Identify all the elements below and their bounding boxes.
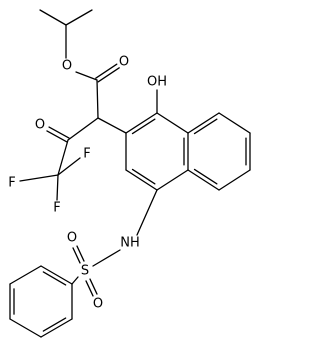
- bond-ring-a-1-inner: [131, 118, 156, 135]
- bond-ester-c-o: [97, 67, 120, 83]
- atom-sulfonyl-o1: O: [67, 231, 77, 246]
- bond-ring-a-4: [156, 169, 189, 191]
- bond-ring-a-3-inner: [131, 168, 156, 185]
- bond-ring-b-5: [187, 112, 220, 134]
- bond-ring-b-5-inner: [193, 118, 218, 135]
- bond-ketone-cf3: [57, 139, 69, 176]
- bond-ring-a-1: [125, 112, 158, 134]
- bond-ring-nh: [136, 189, 158, 236]
- bond-s-o1-2: [72, 247, 81, 264]
- atom-carbonyl-o-ester: O: [119, 55, 129, 70]
- bond-ring-b-2: [218, 169, 251, 191]
- bond-ring-b-1: [187, 169, 220, 191]
- atom-amine: NH: [120, 236, 140, 251]
- bond-carbonyl-alpha: [96, 79, 99, 119]
- atom-f3: F: [53, 201, 60, 216]
- bond-c-f3: [56, 174, 59, 201]
- molecule-drawing: O O O F F F OH NH S O O: [8, 9, 251, 338]
- bond-phenyl-6: [40, 265, 73, 285]
- atom-ester-o: O: [62, 59, 72, 74]
- bond-ring-a-6: [156, 112, 189, 134]
- bond-ring-b-1-inner: [193, 168, 218, 185]
- bond-alpha-ketone: [67, 117, 99, 141]
- atom-carbonyl-o-ketone: O: [35, 118, 45, 133]
- bond-phenyl-2-inner: [42, 317, 67, 332]
- atom-f1: F: [8, 176, 15, 191]
- bond-ring-a-3: [125, 169, 158, 191]
- bond-phenyl-3: [9, 318, 42, 338]
- bond-o-carbonyl: [75, 71, 98, 81]
- atom-hydroxyl: OH: [147, 75, 167, 90]
- bond-ester-c-o-2: [95, 63, 118, 79]
- bond-s-phenyl: [71, 276, 79, 285]
- bond-ring-b-4: [218, 112, 251, 134]
- bonds: [9, 9, 251, 338]
- bond-nh-s: [92, 249, 121, 267]
- bond-isopropyl-1: [39, 9, 67, 26]
- bond-s-o1: [76, 245, 85, 262]
- atom-f2: F: [83, 147, 90, 162]
- bond-isopropyl-2: [65, 9, 93, 26]
- atom-sulfonyl-o2: O: [93, 297, 103, 312]
- bond-s-o2-2: [89, 278, 98, 295]
- bond-phenyl-6-inner: [42, 271, 67, 286]
- bond-alpha-ring: [97, 117, 127, 134]
- bond-s-o2: [85, 280, 94, 297]
- bond-c-f1: [19, 174, 59, 182]
- atom-sulfur: S: [81, 264, 89, 279]
- bond-phenyl-5: [9, 265, 42, 285]
- bond-phenyl-2: [40, 318, 73, 338]
- bond-ketone-c-o: [48, 126, 70, 139]
- atom-labels: O O O F F F OH NH S O O: [8, 55, 167, 312]
- structure-diagram: O O O F F F OH NH S O O: [8, 9, 251, 338]
- bond-ketone-c-o-2: [46, 130, 68, 143]
- bond-c-f2: [57, 157, 81, 176]
